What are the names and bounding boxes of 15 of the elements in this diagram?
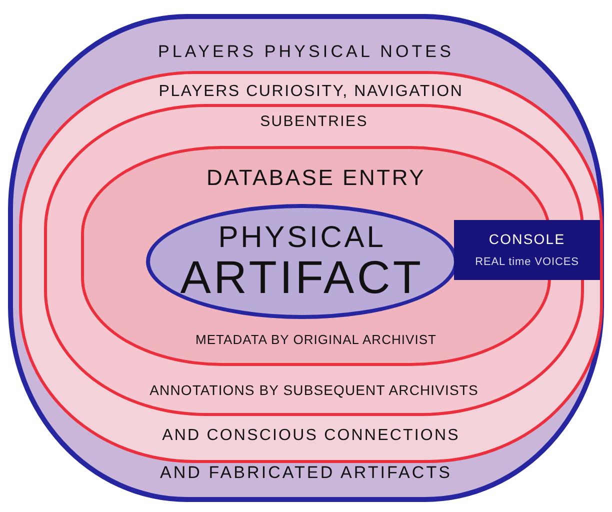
oval-ring <box>44 104 584 416</box>
ring-label: DATABASE ENTRY <box>206 164 426 192</box>
ring-label: ANNOTATIONS BY SUBSEQUENT ARCHIVISTS <box>150 381 478 400</box>
oval-ring <box>19 71 603 463</box>
ring-label: METADATA BY ORIGINAL ARCHIVIST <box>196 330 436 348</box>
console-label: REAL time VOICES <box>475 255 579 270</box>
ring-label: ARTIFACT <box>180 253 424 302</box>
ring-label: PLAYERS CURIOSITY, NAVIGATION <box>158 82 464 102</box>
console-label: CONSOLE <box>488 230 566 250</box>
console-panel <box>454 220 600 280</box>
ring-label: AND FABRICATED ARTIFACTS <box>160 462 452 484</box>
ring-label: SUBENTRIES <box>260 112 368 132</box>
ring-label: PLAYERS PHYSICAL NOTES <box>158 41 454 63</box>
ring-label: PHYSICAL <box>218 222 386 254</box>
ring-label: AND CONSCIOUS CONNECTIONS <box>162 426 460 446</box>
